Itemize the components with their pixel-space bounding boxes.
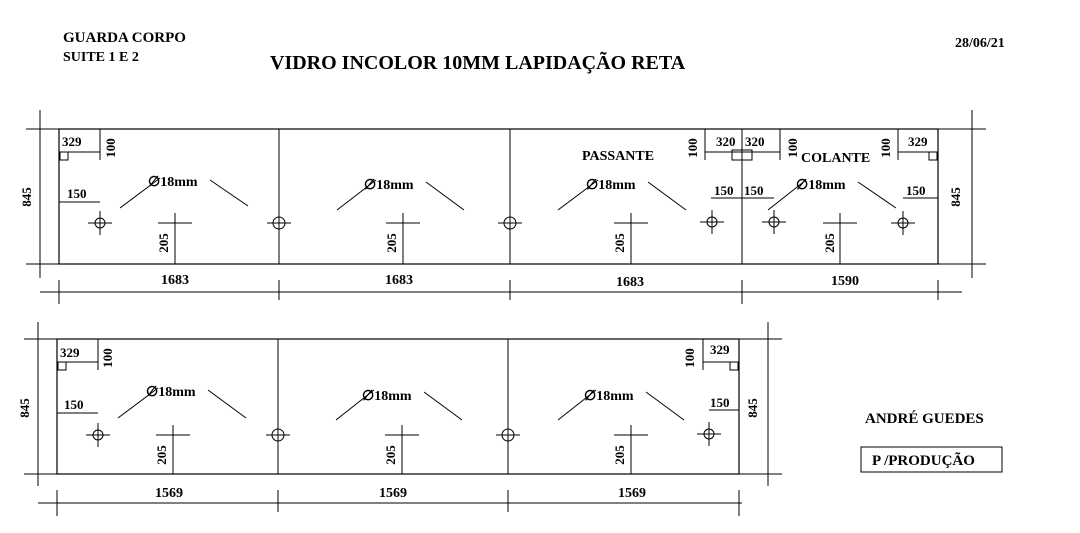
offset-label: 329 — [908, 134, 928, 149]
hole-marker — [762, 210, 786, 234]
edge-marker — [928, 151, 938, 161]
width-label: 1683 — [385, 273, 413, 288]
production-stamp-box — [860, 446, 1003, 473]
height-offset-label: 205 — [822, 233, 837, 253]
edge-marker — [59, 151, 69, 161]
offset-label: 100 — [100, 348, 115, 368]
svg-text:∅18mm: ∅18mm — [364, 178, 414, 193]
hole-marker — [496, 428, 520, 442]
glass-outline-row1 — [58, 128, 939, 265]
diameter-callout: ∅18mm — [336, 178, 465, 211]
height-label: 845 — [17, 398, 32, 418]
edge-marker — [729, 361, 739, 371]
offset-label: 100 — [685, 138, 700, 158]
hole-marker — [891, 211, 915, 235]
svg-text:∅18mm: ∅18mm — [362, 389, 412, 404]
offset-label: 329 — [60, 345, 80, 360]
drawing-date: 28/06/21 — [955, 36, 1005, 51]
hole-marker — [697, 422, 721, 446]
hole-marker — [86, 423, 110, 447]
width-label: 1569 — [379, 486, 407, 501]
hole-marker — [700, 210, 724, 234]
width-label: 1683 — [161, 273, 189, 288]
offset-label: 320 — [716, 134, 736, 149]
svg-text:∅18mm: ∅18mm — [146, 385, 196, 400]
production-stamp: P /PRODUÇÃO — [872, 451, 975, 469]
glass-row-2: 845 845 329 100 329 100 150 150 205 205 … — [17, 322, 782, 516]
offset-label: 150 — [714, 183, 734, 198]
height-offset-label: 205 — [156, 233, 171, 253]
offset-label: 320 — [745, 134, 765, 149]
offset-label: 100 — [103, 138, 118, 158]
svg-text:∅18mm: ∅18mm — [148, 175, 198, 190]
width-label: 1569 — [155, 486, 183, 501]
height-offset-label: 205 — [384, 233, 399, 253]
project-location: SUITE 1 E 2 — [63, 50, 139, 65]
hole-marker — [267, 216, 291, 230]
glass-row-1: 845 845 329 100 329 100 320 320 100 100 … — [19, 110, 986, 304]
project-name: GUARDA CORPO — [63, 30, 186, 46]
height-offset-label: 205 — [612, 445, 627, 465]
svg-text:∅18mm: ∅18mm — [796, 178, 846, 193]
diameter-callout: ∅18mm — [557, 389, 685, 421]
width-label: 1683 — [616, 275, 644, 290]
offset-label: 150 — [710, 395, 730, 410]
height-label: 845 — [745, 398, 760, 418]
height-label: 845 — [948, 187, 963, 207]
colante-label: COLANTE — [801, 151, 870, 166]
hole-marker — [498, 216, 522, 230]
offset-label: 100 — [878, 138, 893, 158]
offset-label: 150 — [67, 186, 87, 201]
offset-label: 150 — [744, 183, 764, 198]
width-label: 1569 — [618, 486, 646, 501]
edge-marker — [57, 361, 67, 371]
offset-label: 329 — [62, 134, 82, 149]
offset-label: 329 — [710, 342, 730, 357]
drawing-title: VIDRO INCOLOR 10MM LAPIDAÇÃO RETA — [270, 52, 686, 74]
diameter-callout: ∅18mm — [557, 178, 687, 211]
hole-marker — [88, 211, 112, 235]
diameter-callout: ∅18mm — [117, 385, 247, 419]
width-label: 1590 — [831, 274, 859, 289]
svg-text:∅18mm: ∅18mm — [584, 389, 634, 404]
passante-label: PASSANTE — [582, 149, 654, 164]
height-offset-label: 205 — [612, 233, 627, 253]
offset-label: 150 — [906, 183, 926, 198]
hole-marker — [266, 428, 290, 442]
height-offset-label: 205 — [154, 445, 169, 465]
height-label: 845 — [19, 187, 34, 207]
offset-label: 150 — [64, 397, 84, 412]
diameter-callout: ∅18mm — [119, 175, 249, 209]
diameter-callout: ∅18mm — [335, 389, 463, 421]
signature: ANDRÉ GUEDES — [865, 410, 984, 427]
offset-label: 100 — [682, 348, 697, 368]
offset-label: 100 — [785, 138, 800, 158]
diameter-callout: ∅18mm — [767, 178, 897, 211]
glass-outline-row2 — [56, 338, 740, 475]
height-offset-label: 205 — [383, 445, 398, 465]
svg-text:∅18mm: ∅18mm — [586, 178, 636, 193]
